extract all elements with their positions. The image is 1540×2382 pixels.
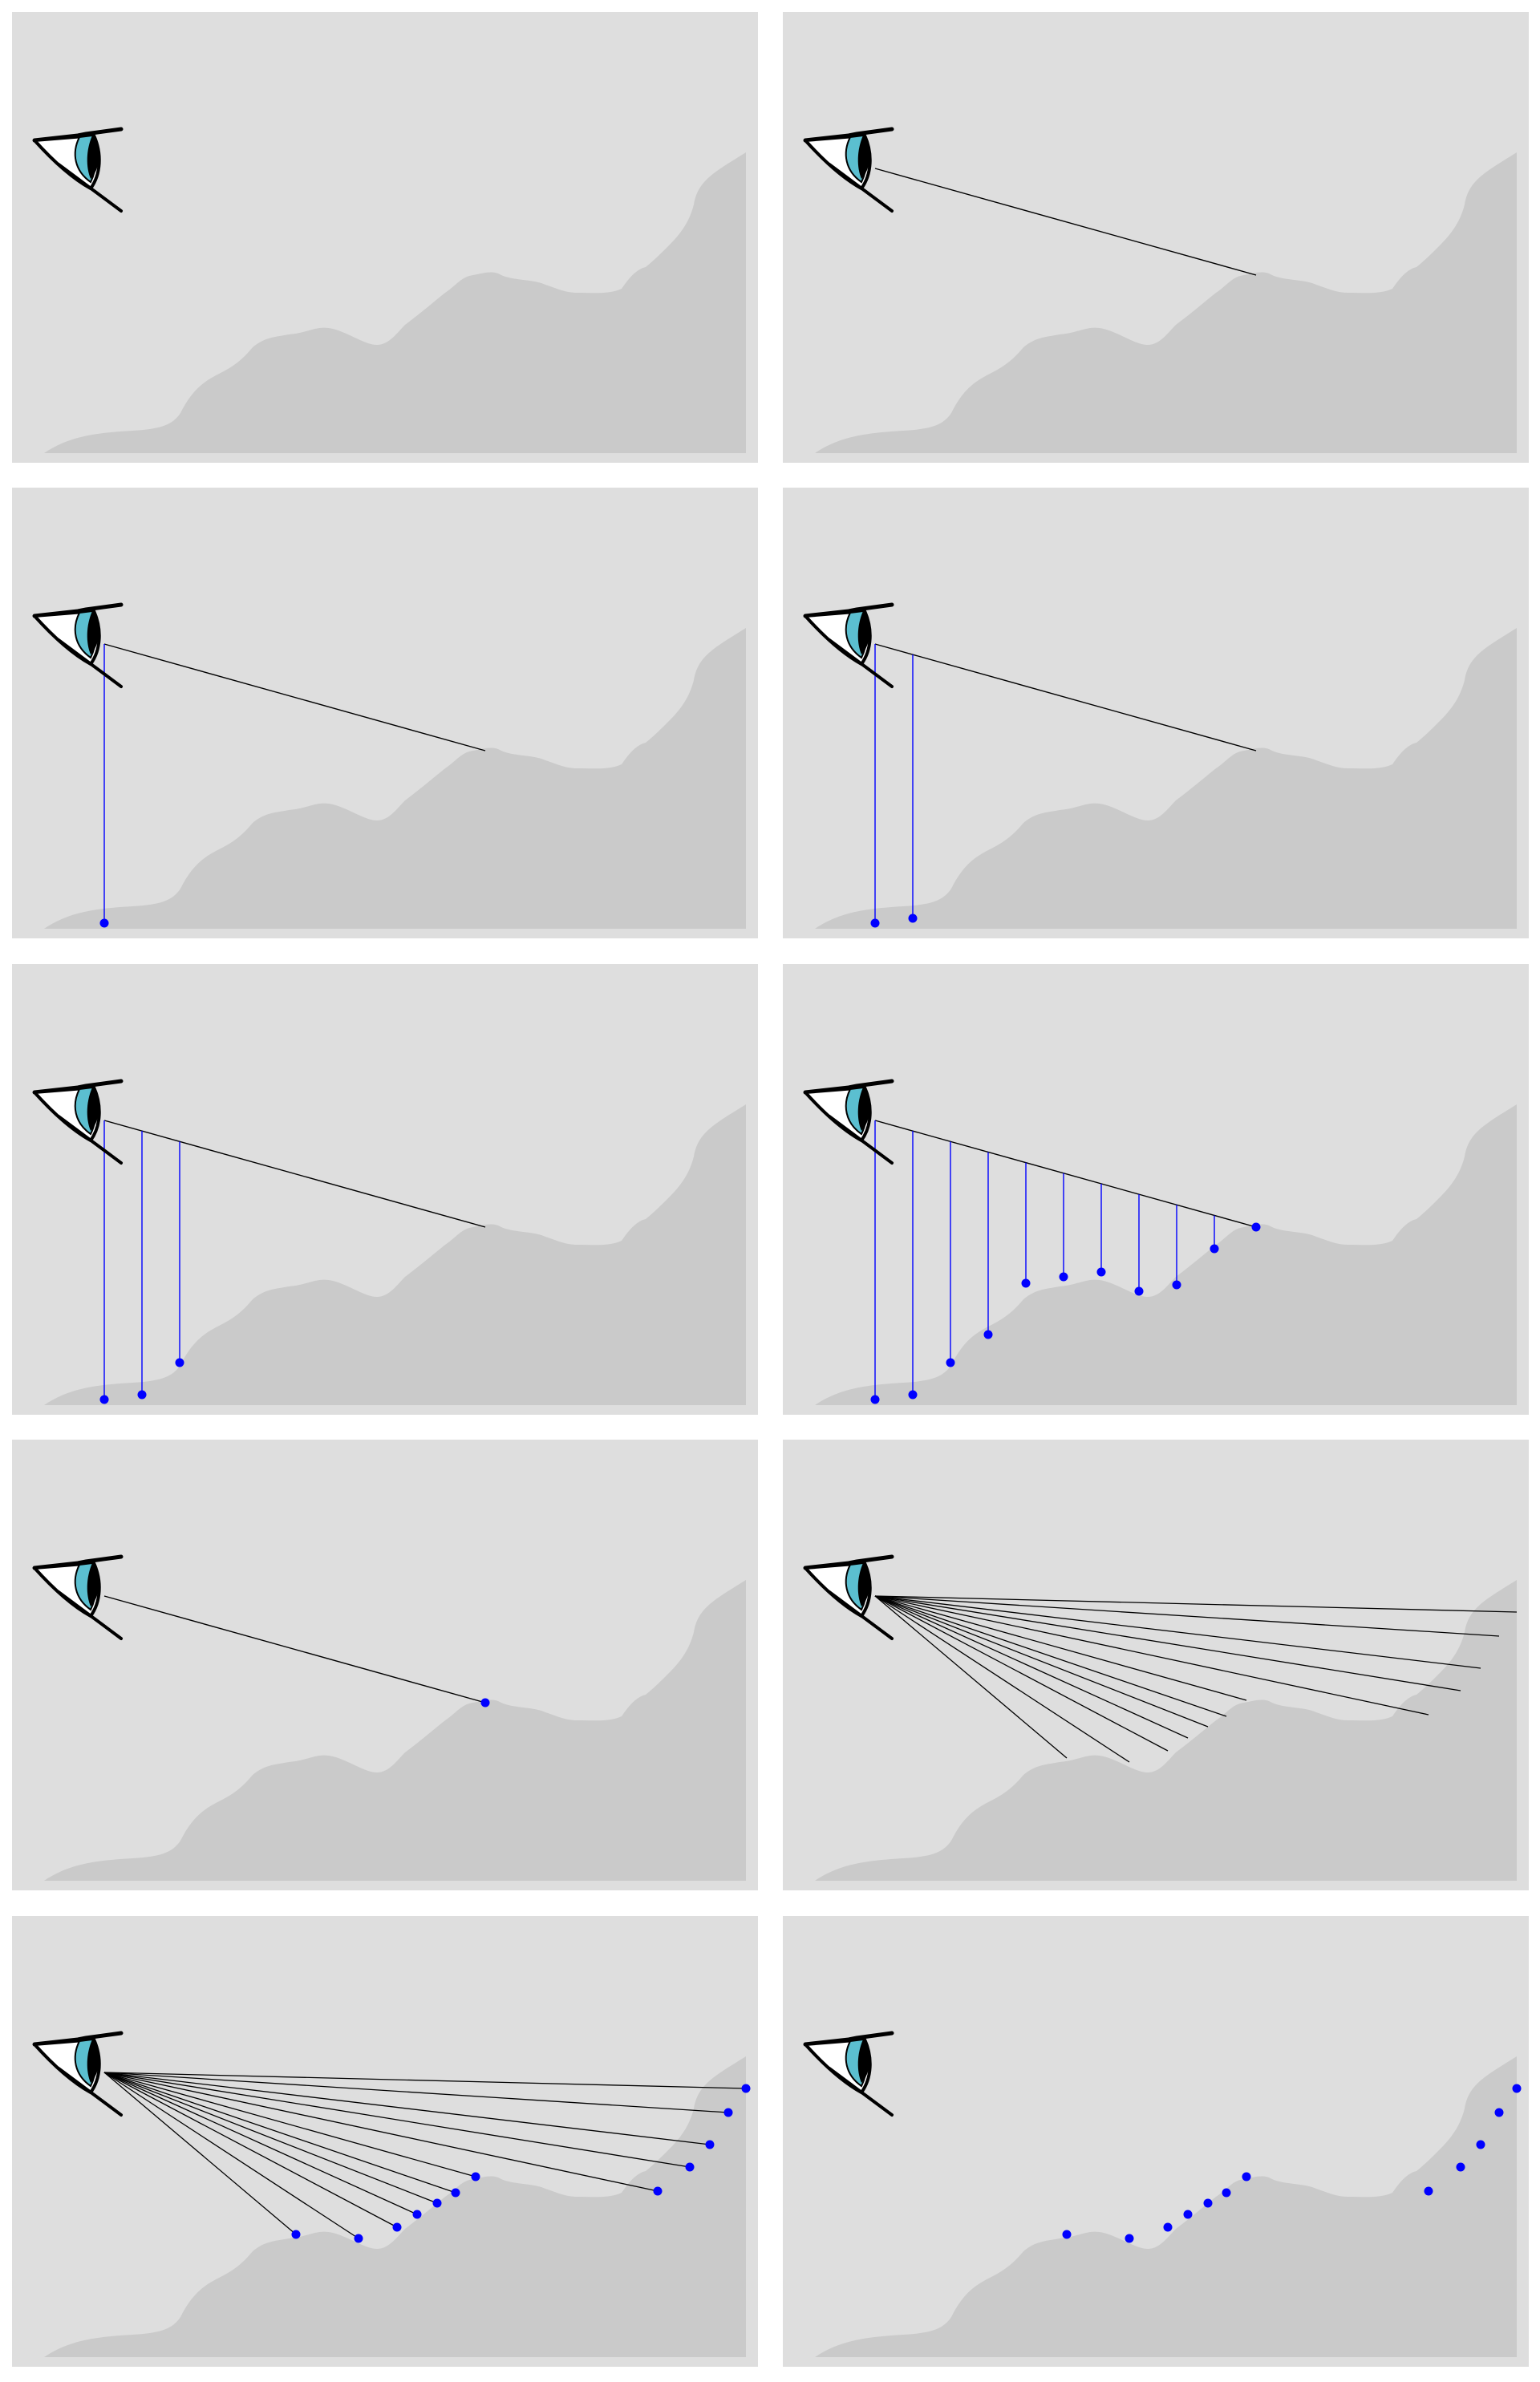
sample-point (1059, 1272, 1068, 1282)
sample-point (908, 914, 918, 923)
ray-hit-point (432, 2198, 442, 2208)
ray-hit-point (705, 2140, 715, 2149)
sight-ray (103, 2072, 729, 2113)
sight-ray (874, 1595, 1227, 1717)
sight-ray (103, 2072, 691, 2168)
sight-ray (874, 1595, 1068, 1759)
sample-point (1134, 1286, 1144, 1296)
sight-line (874, 168, 1257, 276)
terrain-silhouette (44, 1104, 746, 1405)
ray-hit-point (291, 2230, 301, 2239)
diagram-panel (783, 12, 1529, 463)
diagram-panel (12, 488, 758, 938)
sight-ray (103, 2072, 476, 2177)
terrain-silhouette (815, 152, 1517, 453)
sample-point (908, 1390, 918, 1400)
ray-hit-point (1183, 2210, 1193, 2219)
sight-ray (103, 2072, 398, 2228)
sample-point (1172, 1280, 1181, 1290)
sample-point (870, 1395, 880, 1404)
ray-hit-point (685, 2162, 695, 2172)
diagram-panel (12, 12, 758, 463)
diagram-panel (783, 488, 1529, 938)
ray-hit-point (392, 2222, 402, 2232)
sample-point (1210, 1244, 1219, 1254)
ray-hit-point (1203, 2198, 1213, 2208)
sight-line (103, 1595, 486, 1703)
terrain-silhouette (44, 1580, 746, 1881)
ray-hit-point (451, 2188, 460, 2198)
ray-hit-point (1512, 2084, 1522, 2093)
sample-point (1096, 1267, 1106, 1277)
ray-hit-point (1494, 2108, 1504, 2117)
ray-hit-point (741, 2084, 751, 2093)
sight-ray (874, 1595, 1169, 1752)
sight-ray (103, 2072, 659, 2192)
sample-point (983, 1330, 993, 1339)
diagram-panel (12, 1440, 758, 1890)
sight-ray (103, 2072, 297, 2235)
ray-hit-point (471, 2172, 480, 2181)
terrain-silhouette (815, 1580, 1517, 1881)
ray-hit-point (1125, 2234, 1134, 2243)
ray-hit-point (1476, 2140, 1485, 2149)
ray-hit-point (1222, 2188, 1231, 2198)
sight-ray (874, 1595, 1130, 1763)
sight-ray (874, 1595, 1500, 1637)
ray-hit-point (1062, 2230, 1072, 2239)
diagram-panel (783, 1440, 1529, 1890)
diagram-panel (12, 1916, 758, 2367)
sight-ray (103, 2072, 359, 2239)
sight-ray (103, 2072, 418, 2215)
sample-point (99, 1395, 109, 1404)
sample-point (870, 918, 880, 928)
intersection-point (480, 1698, 490, 1708)
diagram-panel (783, 1916, 1529, 2367)
sight-line (874, 643, 1257, 751)
terrain-silhouette (44, 628, 746, 929)
ray-hit-point (412, 2210, 422, 2219)
terrain-silhouette (815, 2056, 1517, 2357)
sight-line (103, 643, 486, 751)
sight-line (103, 1120, 486, 1228)
ray-hit-point (723, 2108, 733, 2117)
sample-point (1021, 1278, 1031, 1288)
sight-ray (874, 1595, 1189, 1739)
sample-point (175, 1358, 184, 1367)
terrain-silhouette (815, 1104, 1517, 1405)
sight-line (874, 1120, 1257, 1228)
sight-ray (874, 1595, 1518, 1613)
intersection-point (1251, 1222, 1261, 1232)
terrain-silhouette (815, 628, 1517, 929)
ray-hit-point (1424, 2186, 1433, 2196)
sight-ray (874, 1595, 1209, 1728)
sight-ray (874, 1595, 1461, 1691)
diagram-panel (12, 964, 758, 1415)
sight-ray (103, 2072, 711, 2145)
sight-ray (103, 2072, 747, 2089)
sight-ray (874, 1595, 1429, 1716)
sample-point (99, 918, 109, 928)
diagram-panel (783, 964, 1529, 1415)
ray-hit-point (1242, 2172, 1251, 2181)
sample-point (137, 1390, 147, 1400)
sample-point (946, 1358, 955, 1367)
sight-ray (103, 2072, 438, 2204)
ray-hit-point (354, 2234, 363, 2243)
ray-hit-point (653, 2186, 663, 2196)
terrain-silhouette (44, 2056, 746, 2357)
ray-hit-point (1163, 2222, 1173, 2232)
ray-hit-point (1456, 2162, 1465, 2172)
sight-ray (874, 1595, 1247, 1701)
sight-ray (874, 1595, 1481, 1669)
terrain-silhouette (44, 152, 746, 453)
sight-ray (103, 2072, 456, 2194)
